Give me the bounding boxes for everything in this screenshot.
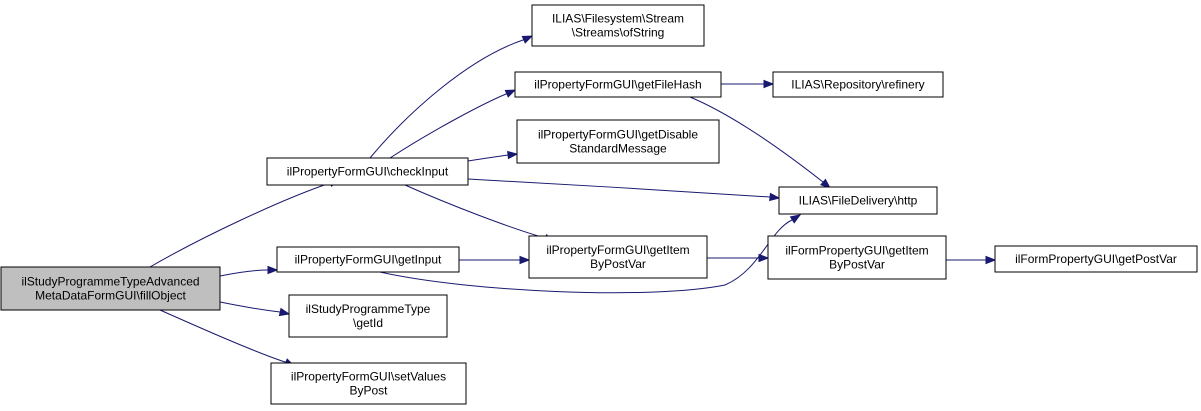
node-box — [767, 235, 947, 280]
node-label: ilFormPropertyGUI\getItem — [785, 244, 928, 258]
edge-checkInput-to-getFileHash — [389, 89, 517, 159]
node-ofString[interactable]: ILIAS\Filesystem\Stream\Streams\ofString — [531, 4, 705, 47]
edge-getFileHash-to-refinery — [721, 79, 775, 89]
node-box — [994, 245, 1198, 273]
edge-line — [467, 154, 509, 162]
node-label: ilPropertyFormGUI\setValues — [291, 370, 446, 384]
arrowhead — [507, 150, 519, 160]
edge-line — [369, 39, 524, 159]
node-box — [288, 294, 448, 338]
edge-root-to-getId — [219, 301, 291, 317]
arrowhead — [519, 255, 531, 265]
node-label: ILIAS\Filesystem\Stream — [552, 12, 684, 26]
edge-checkInput-to-ofString — [369, 35, 534, 159]
node-getInput[interactable]: ilPropertyFormGUI\getInput — [276, 246, 460, 273]
edge-line — [149, 182, 331, 268]
node-label: ilPropertyFormGUI\checkInput — [287, 165, 449, 179]
node-getDisableStandardMessage[interactable]: ilPropertyFormGUI\getDisableStandardMess… — [516, 119, 720, 164]
node-box — [514, 71, 722, 98]
node-box — [528, 235, 708, 279]
edge-line — [219, 269, 269, 277]
edge-line — [159, 309, 286, 363]
node-box — [778, 186, 938, 215]
nodes-layer: ilStudyProgrammeTypeAdvancedMetaDataForm… — [0, 4, 1198, 405]
node-getPostVar[interactable]: ilFormPropertyGUI\getPostVar — [994, 245, 1198, 273]
node-label: ilPropertyFormGUI\getInput — [295, 253, 442, 267]
node-getId[interactable]: ilStudyProgrammeType\getId — [288, 294, 448, 338]
edge-line — [689, 96, 824, 183]
arrowhead — [521, 35, 534, 44]
node-box — [0, 266, 221, 311]
arrowhead — [504, 89, 517, 98]
node-label: ilFormPropertyGUI\getPostVar — [1015, 252, 1177, 266]
node-box — [270, 362, 467, 405]
edge-getInput-to-getItemByPostVar — [459, 255, 531, 265]
node-box — [772, 71, 944, 98]
node-box — [276, 246, 460, 273]
node-label: ilPropertyFormGUI\getDisable — [538, 128, 698, 142]
edge-root-to-getInput — [219, 265, 279, 277]
node-label: ilPropertyFormGUI\getFileHash — [534, 78, 701, 92]
arrowhead — [769, 192, 781, 202]
arrowhead — [985, 255, 997, 265]
node-label: \Streams\ofString — [572, 26, 665, 40]
node-label: ILIAS\Repository\refinery — [791, 78, 924, 92]
node-checkInput[interactable]: ilPropertyFormGUI\checkInput — [266, 157, 469, 186]
node-root[interactable]: ilStudyProgrammeTypeAdvancedMetaDataForm… — [0, 266, 221, 311]
edge-checkInput-to-http — [467, 178, 781, 202]
edge-checkInput-to-getItemByPostVar — [404, 184, 556, 243]
edge-line — [389, 93, 507, 159]
node-refinery[interactable]: ILIAS\Repository\refinery — [772, 71, 944, 98]
edge-checkInput-to-getDisableStandardMessage — [467, 150, 519, 162]
arrowhead — [820, 178, 832, 189]
node-label: ilStudyProgrammeType — [306, 302, 431, 316]
node-label: ByPost — [349, 384, 388, 398]
node-box — [266, 157, 469, 186]
edge-line — [467, 178, 771, 198]
arrowhead — [278, 307, 291, 317]
edge-formPropGetItem-to-getPostVar — [946, 255, 997, 265]
node-label: \getId — [353, 316, 383, 330]
node-http[interactable]: ILIAS\FileDelivery\http — [778, 186, 938, 215]
arrowhead — [763, 79, 775, 89]
node-label: ilStudyProgrammeTypeAdvanced — [21, 275, 199, 289]
edges-layer — [149, 35, 997, 367]
edge-getFileHash-to-http — [689, 96, 832, 189]
arrowhead — [267, 265, 279, 275]
arrowhead — [789, 214, 802, 224]
node-label: MetaDataFormGUI\fillObject — [35, 289, 186, 303]
edge-root-to-setValuesByPost — [159, 309, 296, 367]
edge-line — [219, 301, 281, 313]
node-label: ByPostVar — [590, 257, 646, 271]
edge-line — [404, 184, 546, 239]
node-label: ilPropertyFormGUI\getItem — [546, 243, 689, 257]
arrowhead — [758, 253, 770, 263]
node-label: StandardMessage — [569, 142, 667, 156]
node-label: ByPostVar — [829, 258, 885, 272]
node-box — [531, 4, 705, 47]
node-box — [516, 119, 720, 164]
node-label: ILIAS\FileDelivery\http — [799, 194, 918, 208]
edge-getItemByPostVar-to-formPropGetItem — [707, 253, 770, 263]
node-getFileHash[interactable]: ilPropertyFormGUI\getFileHash — [514, 71, 722, 98]
